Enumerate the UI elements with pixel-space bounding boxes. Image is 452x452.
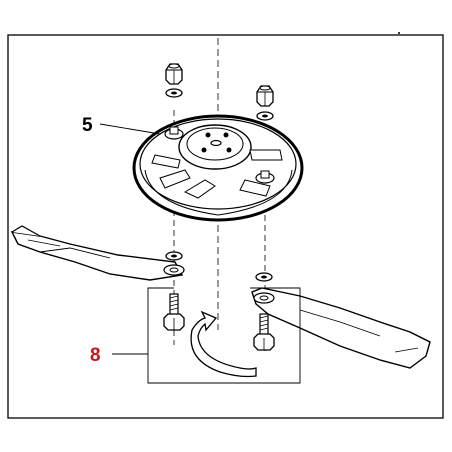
washer-icon bbox=[165, 251, 183, 261]
blade-disc bbox=[132, 114, 304, 222]
rotation-arrow-icon bbox=[190, 310, 257, 378]
callout-8-label: 8 bbox=[90, 345, 101, 366]
washer-icon bbox=[165, 88, 183, 98]
washer-icon bbox=[256, 111, 274, 121]
nut-icon bbox=[256, 85, 274, 107]
callout-5-leader bbox=[99, 123, 161, 135]
washer-icon bbox=[255, 272, 273, 282]
callout-5-label: 5 bbox=[82, 115, 93, 136]
right-blade bbox=[251, 287, 431, 369]
bolt-icon bbox=[163, 293, 185, 331]
bolt-icon bbox=[253, 313, 275, 351]
frame-corner-mark bbox=[398, 32, 400, 34]
left-blade bbox=[10, 225, 185, 281]
diagram-frame bbox=[7, 34, 444, 419]
callout-8-bracket bbox=[147, 287, 301, 384]
nut-icon bbox=[165, 63, 183, 85]
